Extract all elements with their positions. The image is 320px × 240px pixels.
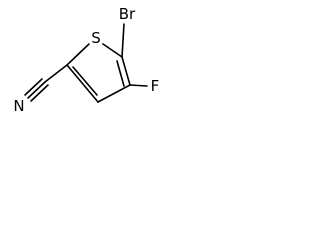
bond-triple-1	[27, 81, 46, 99]
bond-c2-br	[121, 23, 125, 58]
bond-c4-c5-outer	[66, 64, 99, 103]
molecule-structure-diagram: Br S F N	[13, 5, 159, 115]
bond-c2-c3-inner	[116, 60, 125, 87]
bond-triple-3	[30, 84, 49, 102]
bonds	[24, 23, 148, 103]
bond-s-c5	[66, 43, 90, 66]
fluorine-label: F	[151, 77, 160, 95]
bond-c3-f	[129, 84, 148, 87]
bond-c3-c4	[97, 84, 131, 103]
nitrogen-label: N	[13, 97, 24, 115]
atom-labels: Br S F N	[13, 5, 159, 115]
bond-c4-c5-inner	[72, 66, 98, 96]
bond-triple-2	[24, 78, 43, 96]
bond-c5-cn	[44, 64, 68, 83]
bond-s-c2	[102, 43, 123, 58]
bromine-label: Br	[119, 5, 136, 23]
bond-c2-c3-outer	[121, 56, 131, 86]
sulfur-label: S	[91, 29, 101, 47]
